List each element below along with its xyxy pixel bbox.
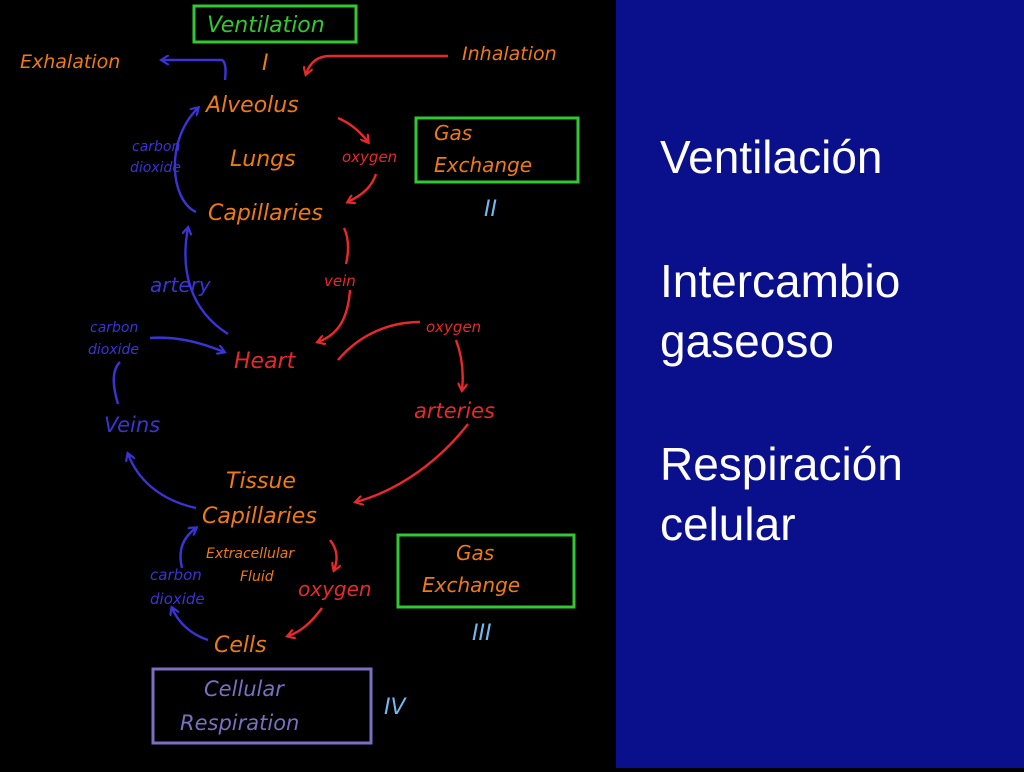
carbon-dioxide-mid-line2: dioxide xyxy=(88,342,139,358)
cellular-respiration-box xyxy=(151,667,373,745)
artery-label: artery xyxy=(150,273,212,297)
arteries-label: arteries xyxy=(414,399,495,423)
heart-label: Heart xyxy=(234,349,297,374)
co2-to-alveolus-arrow xyxy=(173,108,198,214)
gas-exchange-1-line2: Exchange xyxy=(434,153,532,177)
roman-numeral-4: IV xyxy=(384,695,407,720)
roman-numeral-3: III xyxy=(472,621,491,646)
gas-exchange-box-2 xyxy=(396,533,576,609)
carbon-dioxide-mid-line1: carbon xyxy=(90,320,138,336)
extracellular-label: Extracellular xyxy=(206,546,295,562)
exhalation-arrow xyxy=(162,60,227,81)
summary-panel: Ventilación Intercambio gaseoso Respirac… xyxy=(616,0,1024,768)
oxygen-to-capillaries-arrow xyxy=(348,173,378,202)
co2-to-tissue-arrow xyxy=(179,528,196,569)
cellular-respiration-line2: Respiration xyxy=(180,711,299,735)
carbon-dioxide-top-line2: dioxide xyxy=(130,160,181,176)
inhalation-arrow xyxy=(306,54,448,74)
veins-up-arrow xyxy=(112,361,121,405)
roman-numeral-1: I xyxy=(262,51,269,76)
gaseoso-text: gaseoso xyxy=(660,315,834,367)
intercambio-text: Intercambio xyxy=(660,255,901,307)
respiration-diagram: Ventilation I Exhalation Inhalation Alve… xyxy=(20,4,580,745)
tissue-to-veins-arrow xyxy=(128,454,197,510)
veins-label: Veins xyxy=(104,413,160,437)
lungs-label: Lungs xyxy=(230,147,296,172)
diagram-canvas: Ventilation I Exhalation Inhalation Alve… xyxy=(20,4,580,745)
exhalation-label: Exhalation xyxy=(20,51,120,73)
carbon-dioxide-low-line1: carbon xyxy=(150,566,202,584)
cells-label: Cells xyxy=(214,633,267,658)
oxygen-mid-label: oxygen xyxy=(426,318,481,336)
gas-exchange-1-line1: Gas xyxy=(434,121,472,145)
ventilation-box xyxy=(192,4,358,44)
tissue-label: Tissue xyxy=(226,469,296,494)
ventilacion-text: Ventilación xyxy=(660,131,883,183)
vein-to-heart-arrow xyxy=(318,289,352,342)
vein-label: vein xyxy=(324,272,356,290)
heart-to-oxygen-curve xyxy=(337,320,421,361)
alveolus-label: Alveolus xyxy=(204,93,299,118)
gas-exchange-2-line2: Exchange xyxy=(422,573,520,597)
cellular-respiration-line1: Cellular xyxy=(204,677,285,701)
roman-numeral-2: II xyxy=(484,197,497,222)
capillaries-vein-line xyxy=(342,227,350,265)
alveolus-to-oxygen-arrow xyxy=(337,116,368,142)
artery-to-capillaries-arrow xyxy=(185,228,229,336)
oxygen-low-label: oxygen xyxy=(298,577,372,601)
cells-to-co2-arrow xyxy=(172,608,209,642)
gas-exchange-box-1 xyxy=(414,116,580,184)
tissue-to-oxygen-arrow xyxy=(329,539,337,570)
oxygen-to-arteries-arrow xyxy=(454,339,463,390)
oxygen-top-label: oxygen xyxy=(342,148,397,166)
celular-text: celular xyxy=(660,498,796,550)
oxygen-to-cells-arrow xyxy=(288,607,323,636)
carbon-dioxide-top-line1: carbon xyxy=(132,139,180,155)
inhalation-label: Inhalation xyxy=(462,43,557,65)
co2-to-heart-arrow xyxy=(149,336,224,352)
gas-exchange-2-line1: Gas xyxy=(456,541,494,565)
carbon-dioxide-low-line2: dioxide xyxy=(150,590,205,608)
arteries-to-tissue-arrow xyxy=(356,423,469,502)
tissue-capillaries-label: Capillaries xyxy=(202,504,317,529)
capillaries-label: Capillaries xyxy=(208,201,323,226)
fluid-label: Fluid xyxy=(240,569,274,585)
ventilation-label: Ventilation xyxy=(207,13,325,38)
respiracion-text: Respiración xyxy=(660,438,903,490)
